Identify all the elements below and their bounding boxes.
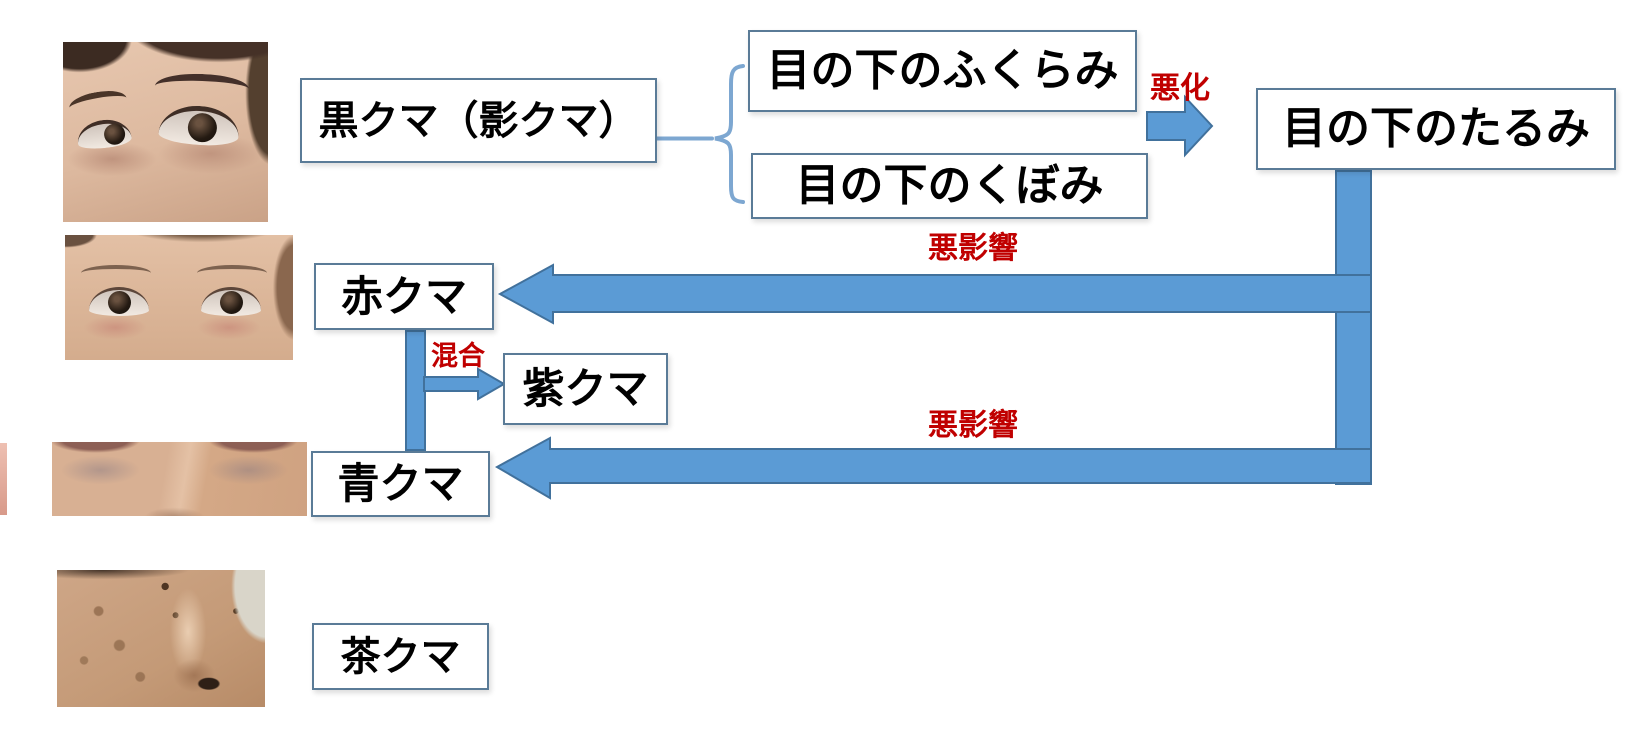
- iris: [220, 291, 243, 314]
- box-kuro-kuma: 黒クマ（影クマ）: [300, 78, 657, 163]
- aka-ao-vertical-bar: [405, 330, 426, 451]
- kuro-kuma-angled-eyes-photo: [63, 42, 268, 222]
- ao-kuma-under-eye-strip-photo: [52, 442, 307, 516]
- arrow-bad-influence-bottom: [494, 436, 1372, 500]
- right-vertical-bar: [1335, 170, 1372, 485]
- iris: [108, 291, 131, 314]
- box-under-eye-sag: 目の下のたるみ: [1256, 88, 1616, 170]
- aka-kuma-front-eyes-photo: [65, 235, 293, 360]
- curly-brace: [714, 64, 745, 204]
- label-mixed: 混合: [431, 341, 485, 371]
- box-under-eye-hollow: 目の下のくぼみ: [751, 153, 1148, 219]
- box-murasaki-kuma: 紫クマ: [503, 353, 668, 425]
- box-kuro-kuma-label: 黒クマ（影クマ）: [318, 98, 639, 143]
- photo-edge-sliver: [0, 443, 7, 515]
- box-aka-kuma-label: 赤クマ: [340, 272, 467, 320]
- arrow-bad-influence-top: [497, 263, 1372, 325]
- box-aka-kuma: 赤クマ: [314, 263, 494, 330]
- box-under-eye-bulge: 目の下のふくらみ: [748, 30, 1137, 112]
- label-bad-influence-bottom: 悪影響: [928, 409, 1018, 442]
- box-murasaki-kuma-label: 紫クマ: [522, 365, 649, 412]
- box-under-eye-hollow-label: 目の下のくぼみ: [795, 161, 1104, 210]
- arrow-worsening: [1146, 94, 1214, 158]
- box-cha-kuma: 茶クマ: [312, 623, 489, 690]
- box-ao-kuma: 青クマ: [311, 451, 490, 517]
- label-bad-influence-top: 悪影響: [928, 232, 1018, 265]
- box-ao-kuma-label: 青クマ: [337, 460, 464, 507]
- arrow-mixed: [423, 367, 507, 401]
- box-under-eye-sag-label: 目の下のたるみ: [1282, 104, 1590, 153]
- box-cha-kuma-label: 茶クマ: [340, 634, 461, 679]
- label-worsening: 悪化: [1150, 72, 1210, 105]
- eyebrow-left: [81, 265, 151, 281]
- box-under-eye-bulge-label: 目の下のふくらみ: [766, 46, 1119, 95]
- cha-kuma-cheek-nose-photo: [57, 570, 265, 707]
- eyebrow-right: [197, 265, 267, 281]
